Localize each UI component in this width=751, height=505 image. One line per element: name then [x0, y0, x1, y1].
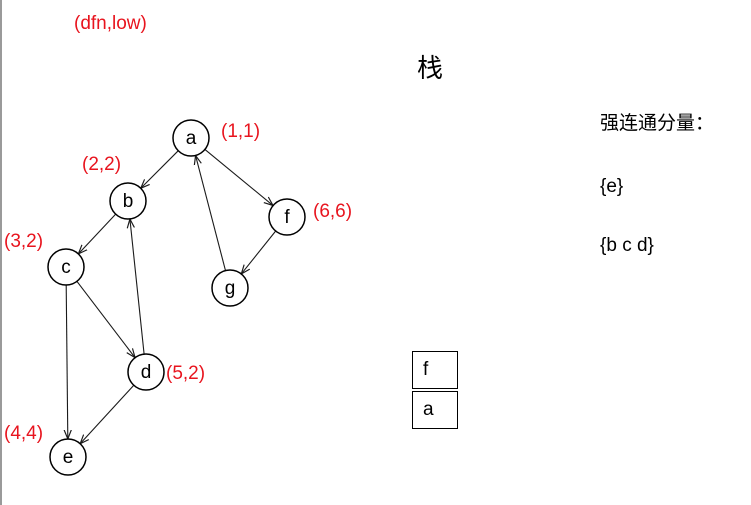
dfn-low-label-b: (2,2) [82, 154, 122, 175]
node-label: e [63, 447, 74, 468]
edge-g-a [196, 156, 227, 271]
node-circle [127, 353, 165, 391]
stack-item-top: f [412, 351, 458, 389]
node-d: d [127, 353, 165, 391]
edges-layer [66, 148, 277, 443]
stack-item-label: f [423, 359, 429, 380]
edge-d-b [130, 220, 145, 355]
node-circle [49, 438, 87, 476]
edge-c-d [76, 280, 135, 357]
node-f: f [268, 198, 306, 236]
stack-item-label: a [423, 399, 434, 420]
dfn-low-label-c: (3,2) [4, 231, 44, 252]
edge-a-f [204, 148, 272, 205]
window-edge [0, 0, 2, 505]
node-c: c [47, 248, 85, 286]
node-g: g [211, 269, 249, 307]
stack-title: 栈 [417, 54, 444, 84]
node-label: a [186, 128, 197, 149]
stack-item-bottom: a [412, 391, 458, 429]
edge-d-e [81, 384, 135, 443]
node-circle [47, 248, 85, 286]
node-label: c [61, 257, 71, 278]
edge-c-e [66, 284, 68, 438]
node-label: b [123, 191, 134, 212]
dfn-low-legend: (dfn,low) [74, 13, 147, 34]
nodes-layer: a b c d e f g [47, 119, 306, 476]
edge-f-g [242, 230, 277, 273]
edge-a-b [141, 150, 179, 188]
node-a: a [172, 119, 210, 157]
dfn-low-label-e: (4,4) [4, 423, 44, 444]
node-label: g [225, 278, 236, 299]
node-b: b [109, 182, 147, 220]
node-circle [211, 269, 249, 307]
node-label: d [141, 362, 152, 383]
scc-title: 强连通分量： [600, 112, 715, 134]
scc-component: {b c d} [600, 235, 654, 256]
node-circle [172, 119, 210, 157]
dfn-low-label-f: (6,6) [313, 201, 353, 222]
dfn-low-label-d: (5,2) [166, 363, 206, 384]
node-circle [268, 198, 306, 236]
node-circle [109, 182, 147, 220]
node-label: f [284, 207, 290, 228]
dfn-low-label-a: (1,1) [221, 121, 261, 142]
scc-component: {e} [600, 176, 624, 197]
edge-b-c [79, 213, 117, 253]
node-e: e [49, 438, 87, 476]
